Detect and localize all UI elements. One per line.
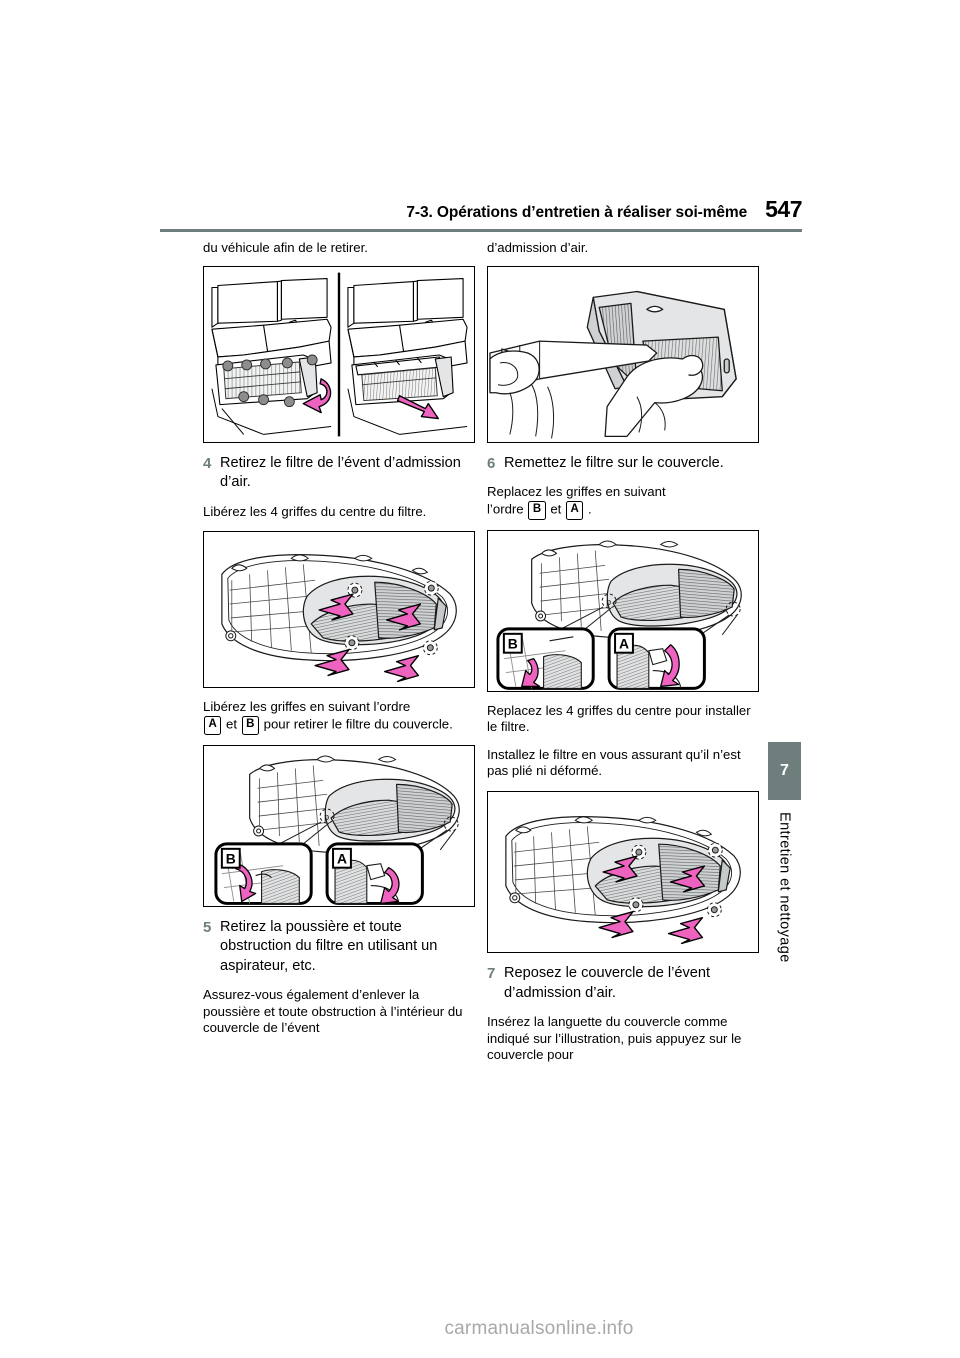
figure-vacuum-cleaning	[487, 265, 759, 443]
callout-chip-a: A	[204, 715, 222, 735]
right-lead-text: d’admission d’air.	[487, 240, 589, 255]
step-6-number: 6	[487, 454, 496, 472]
step-6-text: Remettez le filtre sur le couvercle.	[504, 454, 724, 471]
step-4: 4 Retirez le filtre de l’évent d’admissi…	[203, 454, 475, 493]
callout-chip-a: A	[565, 500, 584, 520]
svg-text:B: B	[226, 851, 236, 867]
figure-rear-seat-vent	[203, 265, 475, 443]
header-divider	[160, 229, 802, 232]
svg-text:A: A	[619, 635, 629, 651]
step-7: 7 Reposez le couvercle de l’évent d’admi…	[487, 964, 759, 1003]
left-claw-order-text: Libérez les griffes en suivant l’ordre A…	[203, 699, 475, 735]
chapter-thumb-tab: 7	[768, 742, 801, 800]
svg-text:B: B	[508, 635, 518, 651]
svg-text:A: A	[337, 851, 347, 867]
svg-text:p: p	[324, 812, 329, 822]
left-order-line-2: pour retirer le filtre du couvercle.	[263, 716, 453, 732]
callout-chip-b: B	[528, 500, 546, 520]
right-column: d’admission d’air.	[487, 240, 759, 1075]
page-title: 7-3. Opérations d’entretien à réaliser s…	[406, 204, 748, 221]
site-watermark: carmanualsonline.info	[444, 1318, 634, 1339]
figure-filter-refit-claws	[487, 791, 759, 954]
left-text-after-step-4: Libérez les 4 griffes du centre du filtr…	[203, 503, 427, 519]
page-number: 547	[765, 196, 802, 222]
figure-claw-release-order: p B	[203, 744, 475, 907]
step-4-number: 4	[203, 454, 212, 472]
figure-filter-center-claws	[203, 531, 475, 689]
left-order-et: et	[225, 716, 237, 732]
left-text-after-step-5: Assurez-vous également d’enlever la pous…	[203, 987, 463, 1036]
page-header: 7-3. Opérations d’entretien à réaliser s…	[160, 196, 802, 223]
right-order-period: .	[587, 501, 592, 517]
step-5-text: Retirez la poussière et toute obstructio…	[220, 918, 438, 974]
callout-chip-b: B	[241, 715, 259, 735]
right-text-para-1: Replacez les 4 griffes du centre pour in…	[487, 702, 751, 735]
left-order-line-1: Libérez les griffes en suivant l’ordre	[203, 699, 411, 715]
svg-text:p: p	[606, 597, 611, 607]
right-order-line-1: Replacez les griffes en suivant	[487, 484, 666, 500]
left-column: du véhicule afin de le retirer.	[203, 240, 475, 1048]
step-7-text: Reposez le couvercle de l’évent d’admiss…	[504, 965, 711, 1001]
chapter-label-text: Entretien et nettoyage	[776, 812, 793, 963]
right-text-after-step-7: Insérez la languette du couvercle comme …	[487, 1014, 742, 1063]
chapter-thumb-label: Entretien et nettoyage	[768, 812, 801, 1032]
right-order-et: et	[550, 501, 562, 517]
right-text-para-2: Installez le filtre en vous assurant qu’…	[487, 746, 741, 779]
step-5-number: 5	[203, 918, 212, 936]
step-7-number: 7	[487, 965, 496, 983]
right-order-line-2: l’ordre	[487, 501, 524, 517]
step-5: 5 Retirez la poussière et toute obstruct…	[203, 918, 475, 977]
right-refit-order-text: Replacez les griffes en suivant l’ordre …	[487, 484, 759, 520]
chapter-number: 7	[780, 762, 789, 779]
step-6: 6 Remettez le filtre sur le couvercle.	[487, 454, 759, 474]
figure-claw-refit-order: p B A	[487, 529, 759, 692]
step-4-text: Retirez le filtre de l’évent d’admission…	[220, 454, 461, 491]
left-lead-text: du véhicule afin de le retirer.	[203, 240, 368, 255]
